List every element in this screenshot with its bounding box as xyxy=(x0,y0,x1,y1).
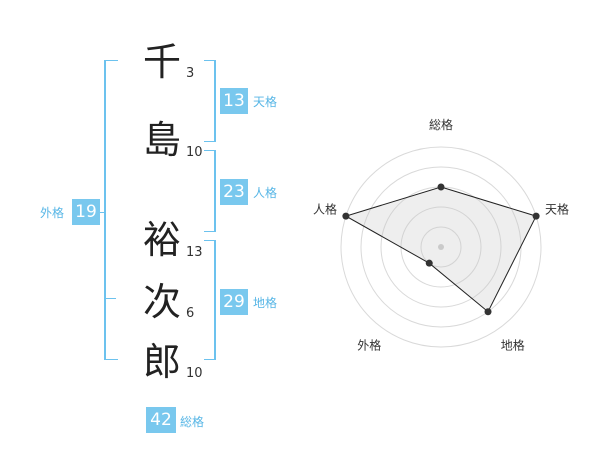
name-char-5: 郎 xyxy=(142,340,181,384)
radar-point-4 xyxy=(425,259,433,267)
radar-axis-label-5: 人格 xyxy=(313,201,337,216)
chikaku-bracket xyxy=(204,240,216,360)
name-char-2: 島 xyxy=(142,118,181,162)
chikaku-value-badge: 29 xyxy=(220,289,248,315)
radar-point-1 xyxy=(437,183,445,191)
radar-axis-label-3: 地格 xyxy=(501,338,525,353)
tenkaku-label: 天格 xyxy=(253,95,278,109)
soukaku-label: 総格 xyxy=(180,415,205,429)
gaikaku-label: 外格 xyxy=(40,206,65,220)
radar-points xyxy=(342,183,540,316)
radar-axis-label-2: 天格 xyxy=(545,201,569,216)
radar-grid xyxy=(340,146,542,348)
name-char-4: 次 xyxy=(142,280,181,324)
radar-center-dot xyxy=(438,244,444,250)
chikaku-label: 地格 xyxy=(253,296,278,310)
stroke-count-5: 10 xyxy=(186,366,203,381)
stroke-count-2: 10 xyxy=(186,145,203,160)
radar-point-5 xyxy=(342,212,350,220)
gaikaku-bracket-tick xyxy=(104,298,116,299)
radar-grid-ring xyxy=(360,166,522,328)
stroke-count-3: 13 xyxy=(186,245,203,260)
radar-grid-ring xyxy=(400,206,482,288)
soukaku-value-badge: 42 xyxy=(146,407,176,433)
radar-area xyxy=(344,186,537,313)
radar-point-2 xyxy=(532,212,540,220)
name-char-1: 千 xyxy=(142,40,181,84)
stroke-count-4: 6 xyxy=(186,306,195,321)
gaikaku-bracket xyxy=(104,60,118,360)
radar-grid-ring xyxy=(340,146,542,348)
gaikaku-value-badge: 19 xyxy=(72,199,100,225)
gaikaku-bracket-connector xyxy=(96,212,104,213)
jinkaku-label: 人格 xyxy=(253,186,278,200)
radar-grid-ring xyxy=(380,186,502,308)
radar-point-3 xyxy=(484,308,492,316)
radar-series-area xyxy=(344,186,537,313)
stroke-count-1: 3 xyxy=(186,66,195,81)
radar-axis-label-1: 総格 xyxy=(429,117,453,132)
radar-axis-label-4: 外格 xyxy=(357,338,381,353)
jinkaku-value-badge: 23 xyxy=(220,179,248,205)
tenkaku-bracket xyxy=(204,60,216,142)
jinkaku-bracket xyxy=(204,150,216,232)
radar-grid-ring xyxy=(420,226,462,268)
name-char-3: 裕 xyxy=(142,218,181,262)
tenkaku-value-badge: 13 xyxy=(220,88,248,114)
